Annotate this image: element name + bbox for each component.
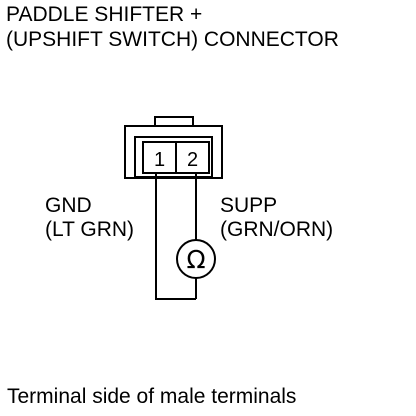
pin-2-number: 2 bbox=[187, 149, 198, 171]
terminal-side-note: Terminal side of male terminals bbox=[7, 385, 297, 408]
test-leads bbox=[155, 173, 197, 300]
diagram-title: PADDLE SHIFTER + (UPSHIFT SWITCH) CONNEC… bbox=[6, 2, 339, 52]
ohm-symbol: Ω bbox=[186, 245, 205, 274]
gnd-name: GND bbox=[45, 194, 92, 217]
supp-name: SUPP bbox=[220, 194, 278, 217]
supp-wire-color: (GRN/ORN) bbox=[220, 218, 334, 241]
title-line-2: (UPSHIFT SWITCH) CONNECTOR bbox=[6, 28, 339, 51]
gnd-label: GND (LT GRN) bbox=[45, 194, 134, 242]
pin-2-cell bbox=[175, 141, 210, 174]
pin-1-cell bbox=[142, 141, 177, 174]
title-line-1: PADDLE SHIFTER + bbox=[6, 3, 203, 26]
connector-pins: 1 2 bbox=[142, 141, 210, 174]
ohm-meter-icon: Ω bbox=[176, 239, 216, 279]
supp-label: SUPP (GRN/ORN) bbox=[220, 194, 333, 242]
pin-1-number: 1 bbox=[154, 149, 165, 171]
gnd-lead bbox=[155, 173, 196, 300]
gnd-wire-color: (LT GRN) bbox=[45, 218, 135, 241]
